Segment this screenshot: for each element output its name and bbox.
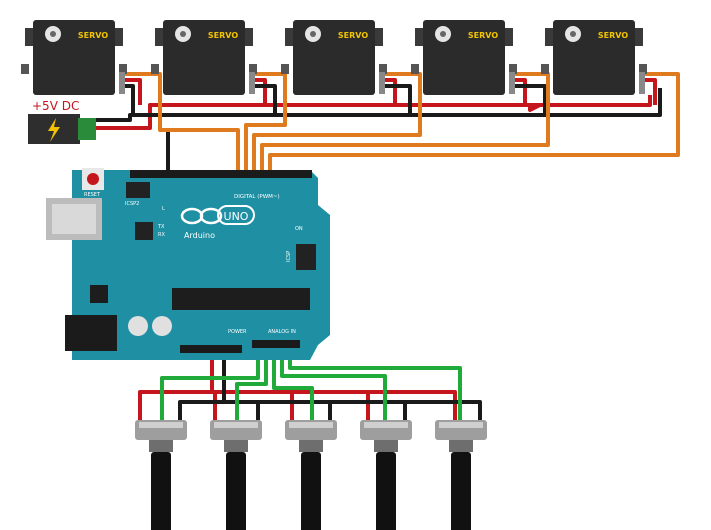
l-label: L (162, 206, 165, 212)
wire-orange-s4 (260, 72, 550, 170)
power-header (180, 345, 242, 353)
wire-green-a4 (288, 345, 462, 420)
wire-black-s3 (380, 84, 412, 115)
reset-label: RESET (84, 192, 101, 198)
servo-3: SERVO (281, 20, 387, 95)
servo-label: SERVO (338, 31, 368, 40)
potentiometer-4 (360, 420, 412, 530)
icsp-header (296, 244, 316, 270)
potentiometer-row (135, 420, 487, 530)
digital-header (130, 170, 312, 178)
analog-header-label: ANALOG IN (268, 329, 296, 335)
voltage-regulator (90, 285, 108, 303)
servo-label: SERVO (78, 31, 108, 40)
small-chip (135, 222, 153, 240)
potentiometer-3 (285, 420, 337, 530)
icsp2-header (126, 182, 150, 198)
servo-row: SERVO SERVO SERVO (21, 20, 647, 95)
digital-label: DIGITAL (PWM~) (234, 194, 280, 200)
wire-black-s2 (252, 84, 277, 115)
potentiometer-1 (135, 420, 187, 530)
icsp-label: ICSP (286, 251, 292, 262)
servo-4: SERVO (411, 20, 517, 95)
tx-label: TX (157, 224, 165, 230)
model-label: UNO (224, 210, 249, 223)
wire-red-s2 (252, 78, 267, 105)
wire-black-s1 (123, 84, 135, 115)
servo-label: SERVO (208, 31, 238, 40)
arduino-uno-board: RESET ICSP2 DIGITAL (PWM~) ICSP UNO Ardu… (46, 168, 330, 360)
servo-5: SERVO (541, 20, 647, 95)
lightning-icon (48, 118, 60, 142)
wire-orange-s2 (244, 72, 287, 170)
wire-red-pot-bus (138, 350, 457, 422)
brand-label: Arduino (184, 231, 215, 240)
wire-black-s4 (510, 84, 547, 115)
dc-power-jack: +5V DC (28, 99, 96, 144)
capacitor-1 (128, 316, 148, 336)
servo-label: SERVO (598, 31, 628, 40)
icsp2-label: ICSP2 (125, 201, 139, 207)
wire-orange-s3 (252, 72, 422, 170)
wire-red-bus (95, 95, 652, 130)
capacitor-2 (152, 316, 172, 336)
on-label: ON (295, 226, 303, 232)
servo-1: SERVO (21, 20, 127, 95)
rx-label: RX (158, 232, 165, 238)
power-label: +5V DC (32, 99, 79, 113)
arduino-logo-right (199, 207, 223, 225)
barrel-jack (65, 315, 117, 351)
potentiometer-2 (210, 420, 262, 530)
power-header-label: POWER (228, 329, 247, 335)
potentiometer-5 (435, 420, 487, 530)
wire-green-a2 (272, 345, 314, 420)
wire-green-a3 (280, 345, 387, 420)
wire-green-a1 (235, 345, 268, 420)
wire-orange-s1 (123, 72, 240, 170)
wire-orange-s5 (268, 72, 680, 170)
wire-black-bus (95, 88, 662, 122)
servo-label: SERVO (468, 31, 498, 40)
atmega-chip (172, 288, 310, 310)
wire-green-a0 (160, 345, 260, 420)
servo-2: SERVO (151, 20, 257, 95)
analog-header (252, 340, 300, 348)
wire-red-s1 (123, 78, 142, 105)
